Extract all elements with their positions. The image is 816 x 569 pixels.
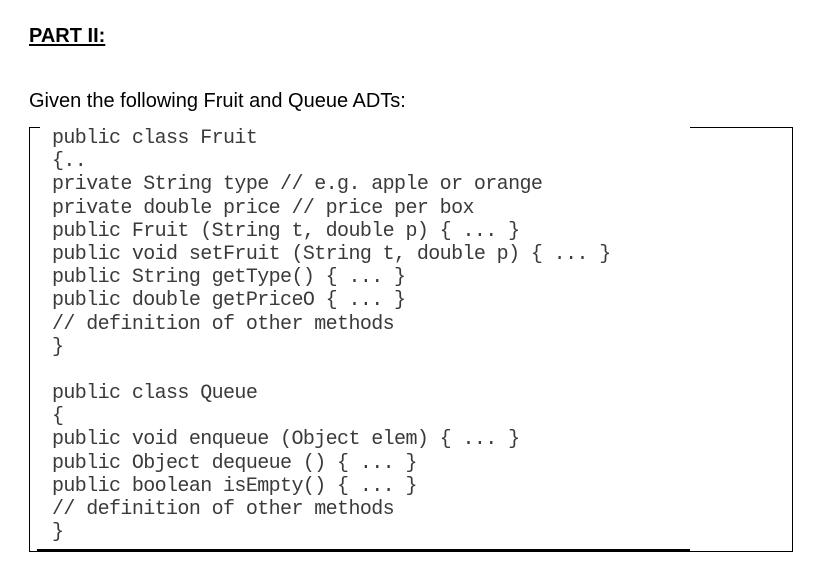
code-line-queue-close: } [52,521,64,545]
code-line-fruit-constructor: public Fruit (String t, double p) { ... … [52,219,520,243]
code-line-blank [52,359,611,382]
code-line-fruit-setfruit: public void setFruit (String t, double p… [52,242,611,266]
box-border-top-right [690,127,793,128]
code-line-queue-isempty: public boolean isEmpty() { ... } [52,474,417,498]
code-line-fruit-type: private String type // e.g. apple or ora… [52,173,543,197]
code-line-fruit-class: public class Fruit [52,127,258,150]
code-line-fruit-comment: // definition of other methods [52,312,395,336]
section-heading: PART II: [29,25,106,47]
code-line-queue-comment: // definition of other methods [52,498,395,521]
code-line-queue-open: { [52,405,64,429]
box-border-bottom-thick [37,549,690,552]
code-line-fruit-gettype: public String getType() { ... } [52,266,406,290]
code-line-queue-dequeue: public Object dequeue () { ... } [52,451,417,475]
code-line-queue-enqueue: public void enqueue (Object elem) { ... … [52,428,520,452]
code-line-fruit-getprice: public double getPriceO { ... } [52,289,406,313]
box-border-left [29,127,30,552]
intro-text: Given the following Fruit and Queue ADTs… [29,90,406,112]
code-box: public class Fruit {.. private String ty… [29,127,793,552]
code-listing: public class Fruit {.. private String ty… [52,127,611,544]
code-line-fruit-price: private double price // price per box [52,196,474,220]
box-border-right [792,127,793,552]
code-line-fruit-open: {.. [52,150,87,174]
code-line-queue-class: public class Queue [52,382,258,406]
code-line-fruit-close: } [52,335,64,359]
box-border-top-left [29,127,40,128]
